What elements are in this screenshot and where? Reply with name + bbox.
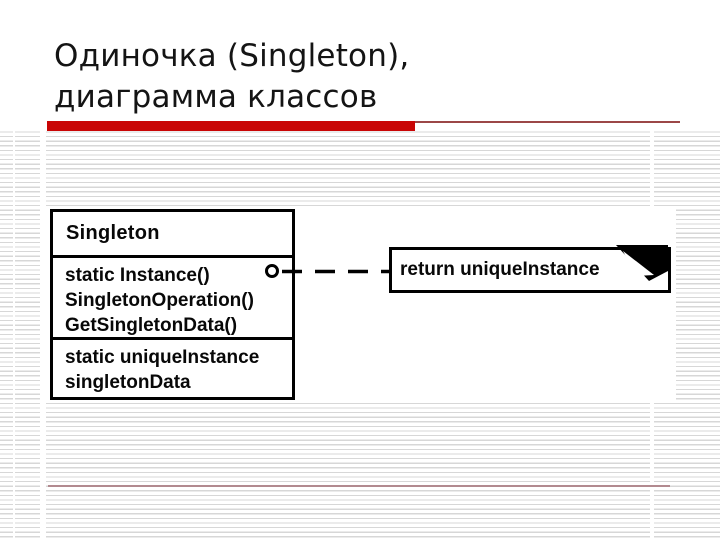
attribute-item: singletonData	[65, 372, 191, 393]
class-attributes-compartment: static uniqueInstance singletonData	[53, 337, 292, 395]
operation-item: SingletonOperation()	[65, 290, 254, 311]
uml-note-box: return uniqueInstance	[389, 247, 671, 293]
uml-class-box: Singleton static Instance() SingletonOpe…	[50, 209, 295, 400]
stripe-seam	[13, 128, 15, 540]
operation-item: GetSingletonData()	[65, 315, 238, 336]
slide-title: Одиночка (Singleton), диаграмма классов	[54, 36, 409, 118]
operation-item: static Instance()	[65, 265, 210, 286]
slide-title-line-1: Одиночка (Singleton),	[54, 38, 410, 74]
attribute-item: static uniqueInstance	[65, 347, 260, 368]
footer-rule	[48, 485, 670, 487]
class-operations-compartment: static Instance() SingletonOperation() G…	[53, 255, 292, 337]
class-name: Singleton	[66, 222, 160, 244]
stripe-seam	[40, 128, 46, 540]
note-anchor-circle-icon	[265, 264, 279, 278]
note-text: return uniqueInstance	[400, 259, 600, 280]
slide-title-line-2: диаграмма классов	[54, 79, 378, 115]
title-accent-bar	[47, 121, 415, 131]
